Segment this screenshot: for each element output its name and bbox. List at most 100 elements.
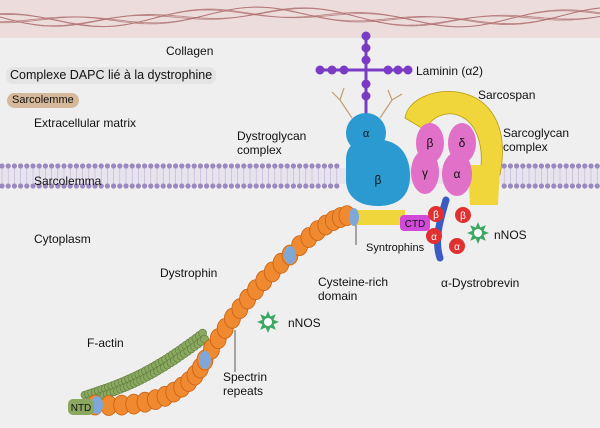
synt-alpha2-label: α bbox=[454, 242, 460, 253]
extracellular-matrix-label: Extracellular matrix bbox=[34, 116, 137, 130]
lipid-head bbox=[117, 183, 123, 189]
lipid-head bbox=[86, 163, 92, 169]
cysteine-rich-label-1: Cysteine-rich bbox=[318, 275, 389, 289]
dystroglycan-label-1: Dystroglycan bbox=[237, 129, 307, 143]
lipid-head bbox=[507, 183, 513, 189]
lipid-head bbox=[80, 183, 86, 189]
lipid-head bbox=[42, 183, 49, 189]
lipid-head bbox=[284, 163, 290, 169]
lipid-head bbox=[266, 163, 272, 169]
lipid-head bbox=[222, 163, 228, 169]
lipid-head bbox=[0, 163, 5, 169]
sarcoglycan-label-2: complex bbox=[503, 140, 548, 154]
cytoplasm-label: Cytoplasm bbox=[34, 232, 91, 246]
lipid-head bbox=[259, 183, 265, 189]
lipid-head bbox=[235, 163, 241, 169]
nnos-left-label: nNOS bbox=[288, 316, 321, 330]
lipid-head bbox=[321, 163, 327, 169]
lipid-head bbox=[142, 183, 148, 189]
lipid-head bbox=[191, 163, 197, 169]
lipid-head bbox=[24, 163, 30, 169]
lipid-head bbox=[30, 163, 36, 169]
lipid-head bbox=[204, 183, 210, 189]
lipid-head bbox=[160, 183, 166, 189]
lipid-head bbox=[228, 163, 234, 169]
lipid-head bbox=[49, 163, 55, 169]
lipid-head bbox=[86, 183, 92, 189]
sarcoglycan-label-1: Sarcoglycan bbox=[503, 126, 570, 140]
nnos-star-left bbox=[257, 311, 279, 333]
lipid-head bbox=[166, 163, 172, 169]
lipid-head bbox=[148, 183, 154, 189]
lipid-head bbox=[210, 183, 216, 189]
lipid-head bbox=[501, 183, 507, 189]
lipid-head bbox=[545, 183, 551, 189]
collagen-strand bbox=[0, 8, 600, 28]
lipid-head bbox=[92, 183, 98, 189]
collagen-strand bbox=[0, 7, 600, 27]
lipid-head bbox=[290, 163, 296, 169]
laminin-label: Laminin (α2) bbox=[416, 64, 483, 78]
cysteine-rich-domain bbox=[356, 210, 405, 225]
lipid-head bbox=[538, 163, 545, 169]
syntrophin-beta2 bbox=[455, 207, 471, 223]
lipid-head bbox=[197, 163, 203, 169]
synt-beta1-label: β bbox=[433, 210, 439, 221]
lipid-head bbox=[154, 163, 160, 169]
lipid-head bbox=[594, 183, 600, 189]
nnos-star-center bbox=[474, 229, 482, 237]
lipid-head bbox=[98, 183, 104, 189]
lipid-head bbox=[532, 163, 538, 169]
lipid-head bbox=[92, 163, 98, 169]
lipid-head bbox=[253, 163, 259, 169]
lipid-head bbox=[55, 163, 61, 169]
lipid-head bbox=[334, 183, 340, 189]
lipid-head bbox=[142, 163, 148, 169]
lipid-head bbox=[148, 163, 154, 169]
lipid-head bbox=[259, 163, 265, 169]
f-actin-filament bbox=[80, 328, 209, 406]
lipid-head bbox=[328, 163, 334, 169]
dystrophin-hinge bbox=[349, 208, 359, 226]
lipid-head bbox=[551, 183, 557, 189]
lipid-head bbox=[582, 163, 588, 169]
lipid-head bbox=[222, 183, 228, 189]
lipid-head bbox=[309, 183, 315, 189]
lipid-head bbox=[228, 183, 234, 189]
lipid-head bbox=[104, 183, 110, 189]
lipid-head bbox=[514, 183, 520, 189]
lipid-head bbox=[18, 183, 24, 189]
lipid-head bbox=[30, 183, 36, 189]
lipid-head bbox=[67, 163, 73, 169]
lipid-head bbox=[507, 163, 513, 169]
collagen-label: Collagen bbox=[166, 44, 214, 58]
lipid-head bbox=[173, 163, 179, 169]
lipid-head bbox=[80, 163, 86, 169]
gamma-sg-label: γ bbox=[422, 166, 428, 180]
beta-dystroglycan bbox=[346, 139, 410, 206]
lipid-head bbox=[253, 183, 259, 189]
lipid-head bbox=[129, 163, 135, 169]
lipid-head bbox=[235, 183, 241, 189]
sarcolemme-tag: Sarcolemme bbox=[7, 93, 79, 108]
syntrophin-beta1 bbox=[428, 206, 444, 222]
lipid-head bbox=[73, 183, 79, 189]
lipid-head bbox=[123, 163, 129, 169]
lipid-head bbox=[241, 163, 247, 169]
lipid-head bbox=[173, 183, 179, 189]
gamma-sarcoglycan bbox=[411, 150, 439, 194]
ntd-domain bbox=[68, 399, 94, 415]
lipid-head bbox=[514, 163, 520, 169]
lipid-head bbox=[36, 163, 42, 169]
lipid-head bbox=[204, 163, 210, 169]
dystrophin-label: Dystrophin bbox=[160, 266, 218, 280]
dystroglycan-label-2: complex bbox=[237, 143, 282, 157]
ntd-label: NTD bbox=[71, 403, 92, 414]
lipid-head bbox=[315, 163, 321, 169]
collagen-strand bbox=[0, 6, 600, 25]
lipid-head bbox=[166, 183, 172, 189]
lipid-head bbox=[73, 163, 79, 169]
lipid-head bbox=[297, 183, 303, 189]
lipid-head bbox=[185, 183, 191, 189]
